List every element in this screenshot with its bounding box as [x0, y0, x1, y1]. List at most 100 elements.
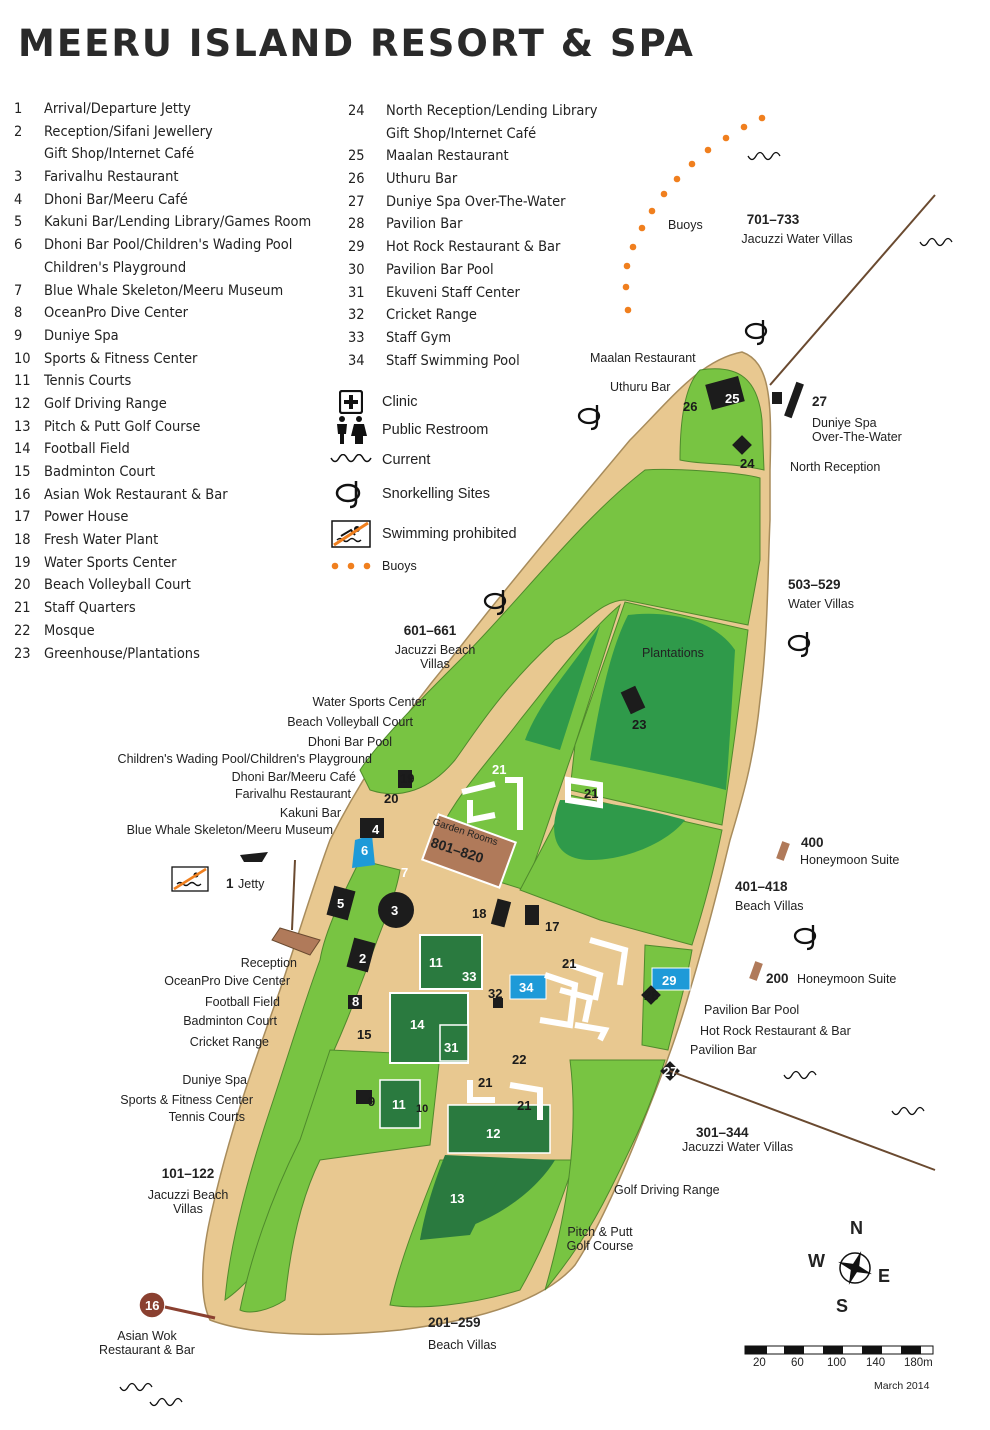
- label-27: 27: [812, 394, 828, 409]
- label-200: 200: [766, 971, 789, 986]
- legend-buoys: Buoys: [328, 552, 417, 580]
- legend-item: 17 Power House: [14, 506, 354, 529]
- label-201-259: 201–259: [428, 1315, 481, 1330]
- legend-item-label: Dhoni Bar/Meeru Café: [44, 191, 188, 208]
- label-jacuzzi-beach-villas-n: Jacuzzi Beach Villas: [394, 643, 476, 671]
- legend-item-label: Tennis Courts: [44, 373, 132, 390]
- plantation-patch: [590, 613, 735, 790]
- scale-100: 100: [827, 1357, 847, 1369]
- marker-22: 22: [512, 1052, 527, 1067]
- legend-item-label: Maalan Restaurant: [386, 148, 509, 165]
- legend-item-label: Greenhouse/Plantations: [44, 645, 200, 662]
- legend-item-number: 4: [14, 191, 23, 208]
- legend-item-number: 11: [14, 373, 31, 390]
- label-tennis: Tennis Courts: [168, 1110, 245, 1124]
- label-duniye-over-water: Duniye Spa Over-The-Water: [812, 416, 902, 444]
- compass: [838, 1251, 872, 1285]
- marker-26: 26: [683, 399, 698, 414]
- marker-21a: 21: [492, 762, 507, 777]
- legend-item-label: Children's Playground: [44, 259, 187, 276]
- legend-item-number: 17: [14, 509, 31, 526]
- scale-20: 20: [753, 1357, 766, 1369]
- marker-8: 8: [352, 994, 360, 1009]
- clinic-icon: [328, 388, 374, 416]
- label-jacuzzi-water-villas-se: Jacuzzi Water Villas: [682, 1140, 794, 1154]
- marker-31: 33: [462, 969, 477, 984]
- legend-item-label: Mosque: [44, 622, 95, 639]
- legend-item-label: Sports & Fitness Center: [44, 350, 198, 367]
- label-blue-whale: Blue Whale Skeleton/Meeru Museum: [126, 823, 333, 837]
- scale-60: 60: [791, 1357, 804, 1369]
- label-pitch-putt: Pitch & Putt Golf Course: [566, 1225, 634, 1253]
- water-villas-se: [669, 1070, 936, 1171]
- legend-item-label: Beach Volleyball Court: [44, 577, 191, 594]
- marker-6: 6: [361, 843, 369, 858]
- legend-item-number: 13: [14, 418, 31, 435]
- staff-swimming-pool: [509, 974, 547, 1000]
- label-601-661: 601–661: [403, 623, 457, 638]
- marker-17: 17: [545, 919, 560, 934]
- label-pavilion-pool: Pavilion Bar Pool: [704, 1003, 800, 1017]
- legend-item: 4 Dhoni Bar/Meeru Café: [14, 189, 354, 212]
- water-villas-ne: [769, 194, 936, 386]
- legend-current: Current: [328, 446, 430, 474]
- scale-180: 180m: [904, 1357, 933, 1369]
- legend-item-number: 8: [14, 305, 23, 322]
- label-jacuzzi-water-villas-ne: Jacuzzi Water Villas: [741, 232, 853, 246]
- label-reception: Reception: [240, 956, 297, 970]
- marker-2: 2: [359, 951, 367, 966]
- label-uthuru: Uthuru Bar: [610, 380, 671, 394]
- legend-item-label: Staff Quarters: [44, 600, 136, 617]
- label-jetty-num: 1: [226, 876, 234, 891]
- legend-item-label: Power House: [44, 509, 129, 526]
- label-401-418: 401–418: [735, 879, 788, 894]
- tennis-courts: [419, 934, 483, 990]
- legend-item-label: Golf Driving Range: [44, 395, 167, 412]
- legend-item-label: Uthuru Bar: [386, 171, 458, 188]
- marker-32: 31: [444, 1040, 459, 1055]
- marker-28: 27: [663, 1064, 678, 1079]
- scale-bar: [744, 1345, 934, 1355]
- page-title: MEERU ISLAND RESORT & SPA: [18, 22, 695, 65]
- marker-21c: 21: [562, 956, 577, 971]
- label-north-reception: North Reception: [790, 460, 881, 474]
- west-green-strip: [359, 468, 761, 795]
- label-duniye-spa: Duniye Spa: [182, 1073, 247, 1087]
- legend-snorkel: Snorkelling Sites: [328, 480, 490, 509]
- label-honeymoon-200: Honeymoon Suite: [797, 972, 897, 986]
- legend-item-label: Duniye Spa: [44, 327, 119, 344]
- legend-item-number: 9: [14, 327, 23, 344]
- legend-item-label: Football Field: [44, 441, 130, 458]
- label-dhoni-pool: Dhoni Bar Pool: [307, 735, 392, 749]
- legend-item-label: Ekuveni Staff Center: [386, 284, 520, 301]
- legend-item-number: 12: [14, 395, 31, 412]
- east-mid-patch: [554, 800, 685, 860]
- marker-16: 16: [145, 1298, 160, 1313]
- buoys-icon: [328, 552, 374, 580]
- label-honeymoon-400: Honeymoon Suite: [800, 853, 900, 867]
- compass-north: N: [850, 1218, 863, 1238]
- marker-21e: 21: [517, 1098, 532, 1113]
- label-buoys: Buoys: [668, 218, 703, 232]
- marker-18: 18: [472, 906, 487, 921]
- pitch-putt-area: [420, 1170, 500, 1240]
- label-wading-pool: Children's Wading Pool/Children's Playgr…: [117, 752, 372, 766]
- marker-7: 7: [401, 865, 409, 880]
- legend-item-label: Cricket Range: [386, 307, 477, 324]
- current-icon: [328, 446, 374, 474]
- legend-item-number: 29: [348, 239, 365, 256]
- legend-item-label: Blue Whale Skeleton/Meeru Museum: [44, 282, 284, 299]
- legend-item-label: Pavilion Bar: [386, 216, 463, 233]
- duniye-spa-over-water: [772, 381, 804, 419]
